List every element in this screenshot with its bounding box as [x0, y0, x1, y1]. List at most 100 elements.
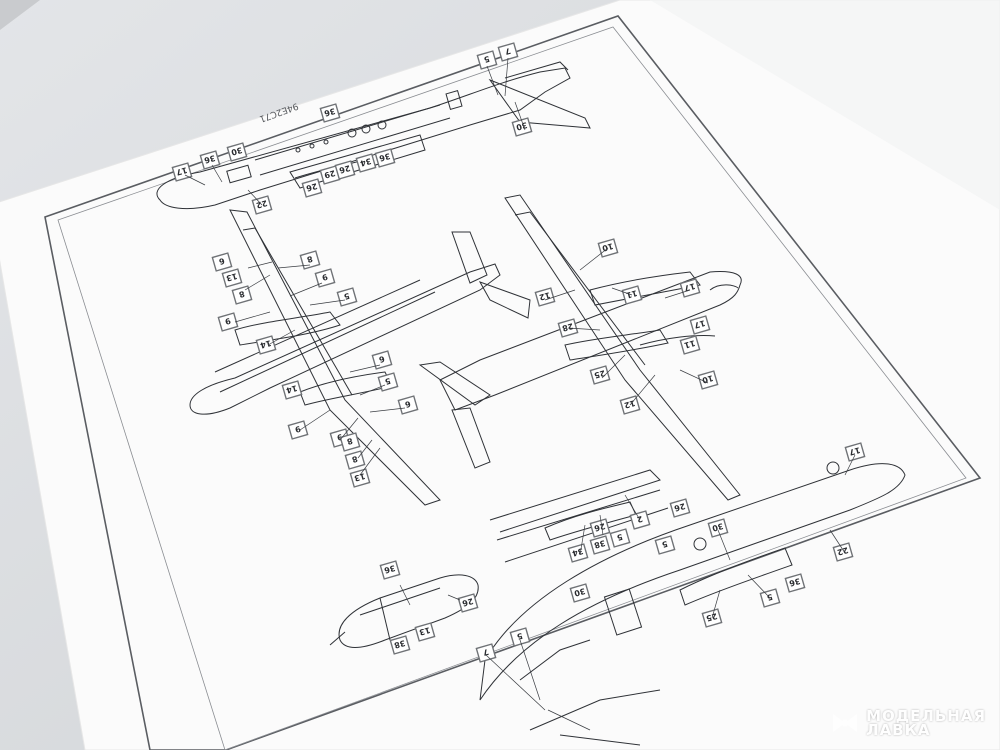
callout-top-view-30: 30: [511, 117, 533, 137]
svg-text:26: 26: [673, 501, 687, 513]
svg-text:5: 5: [482, 54, 490, 64]
callout-plan-left-6: 6: [397, 395, 419, 415]
svg-text:8: 8: [350, 454, 358, 464]
svg-text:17: 17: [693, 318, 706, 330]
svg-text:17: 17: [848, 445, 861, 457]
callout-plan-right-17: 17: [679, 278, 701, 298]
paper-shade: [650, 0, 1000, 210]
bow-logo-icon: [833, 714, 858, 732]
svg-text:12: 12: [623, 398, 636, 410]
callout-plan-left-14: 14: [255, 335, 277, 355]
callout-top-view-17: 17: [171, 162, 193, 182]
svg-text:13: 13: [353, 471, 366, 483]
callout-plan-left-5: 5: [336, 287, 358, 307]
callout-lower-right-5: 5: [609, 528, 631, 548]
svg-text:36: 36: [203, 153, 217, 165]
callout-lower-right-26: 26: [669, 498, 691, 518]
callout-lower-right-5: 5: [509, 627, 531, 647]
svg-text:10: 10: [701, 373, 715, 385]
callout-lower-right-34: 34: [567, 543, 589, 563]
callout-plan-left-13: 13: [349, 468, 371, 488]
svg-text:12: 12: [538, 290, 551, 302]
svg-text:30: 30: [573, 586, 587, 598]
svg-text:29: 29: [323, 168, 337, 180]
callout-lower-right-26: 26: [589, 518, 611, 538]
svg-text:25: 25: [593, 368, 607, 380]
svg-text:38: 38: [593, 538, 607, 550]
left-plan-drawing: [189, 209, 531, 506]
svg-text:17: 17: [175, 165, 188, 177]
callout-nacelle-13: 13: [414, 622, 436, 642]
svg-text:26: 26: [461, 596, 475, 608]
callout-lower-right-22: 22: [832, 542, 854, 562]
svg-text:38: 38: [393, 638, 407, 650]
svg-text:9: 9: [335, 432, 343, 442]
callout-plan-left-8: 8: [231, 285, 253, 305]
svg-text:11: 11: [625, 288, 639, 300]
outer-frame: [44, 15, 982, 750]
svg-text:36: 36: [323, 106, 337, 118]
callout-plan-left-14: 14: [281, 380, 303, 400]
leader-lines: [184, 57, 856, 731]
top-fuselage-drawing: [156, 61, 591, 210]
svg-text:5: 5: [660, 539, 668, 549]
svg-text:28: 28: [561, 321, 575, 333]
callout-plan-right-17: 17: [689, 315, 711, 335]
svg-text:5: 5: [342, 291, 350, 301]
watermark-line2: ЛАВКА: [866, 721, 931, 739]
svg-text:10: 10: [601, 241, 615, 253]
callout-plan-right-12: 12: [534, 287, 556, 307]
nacelle-drawing: [329, 574, 479, 648]
callout-lower-right-38: 38: [589, 535, 611, 555]
callout-lower-right-17: 17: [844, 442, 866, 462]
svg-text:6: 6: [217, 256, 225, 266]
watermark-logo: МОДЕЛЬНАЯ ЛАВКА: [830, 708, 986, 738]
svg-text:13: 13: [225, 271, 238, 283]
svg-text:36: 36: [788, 576, 802, 588]
callout-plan-left-6: 6: [371, 350, 393, 370]
callout-lower-right-7: 7: [475, 643, 497, 663]
corner-shade: [0, 0, 40, 30]
svg-text:26: 26: [338, 163, 352, 175]
svg-text:5: 5: [615, 532, 623, 542]
svg-text:8: 8: [237, 289, 245, 299]
callout-top-view-36: 36: [199, 150, 221, 170]
callout-plan-left-8: 8: [299, 250, 321, 270]
svg-text:6: 6: [403, 399, 411, 409]
callout-top-view-36: 36: [319, 103, 341, 123]
callout-top-view-26: 26: [334, 160, 356, 180]
svg-text:9: 9: [320, 272, 328, 282]
callout-plan-right-25: 25: [589, 365, 611, 385]
svg-text:13: 13: [418, 625, 431, 637]
callout-plan-left-6: 6: [211, 252, 233, 272]
callout-plan-right-11: 11: [679, 335, 701, 355]
callout-plan-left-9: 9: [314, 268, 336, 288]
svg-text:34: 34: [571, 546, 585, 558]
drawings: [156, 61, 906, 746]
callout-lower-right-30: 30: [569, 583, 591, 603]
callout-plan-left-9: 9: [287, 420, 309, 440]
callout-nacelle-36: 36: [379, 560, 401, 580]
callout-lower-right-5: 5: [654, 535, 676, 555]
svg-text:9: 9: [293, 424, 301, 434]
svg-text:6: 6: [377, 354, 385, 364]
svg-text:26: 26: [305, 181, 319, 193]
callout-top-view-30: 30: [226, 142, 248, 162]
callout-plan-right-10: 10: [697, 370, 719, 390]
right-plan-drawing: [418, 194, 742, 501]
svg-text:7: 7: [482, 647, 490, 657]
svg-text:34: 34: [359, 156, 373, 168]
svg-text:14: 14: [285, 383, 299, 395]
callout-nacelle-26: 26: [457, 593, 479, 613]
callout-top-view-26: 26: [301, 178, 323, 198]
svg-text:7: 7: [504, 46, 512, 56]
svg-text:9: 9: [223, 316, 231, 326]
callout-lower-right-36: 36: [784, 573, 806, 593]
callout-plan-left-8: 8: [339, 432, 361, 452]
callout-plan-left-5: 5: [377, 372, 399, 392]
svg-text:22: 22: [255, 198, 268, 210]
callout-top-view-36: 36: [374, 148, 396, 168]
svg-text:14: 14: [259, 338, 273, 350]
